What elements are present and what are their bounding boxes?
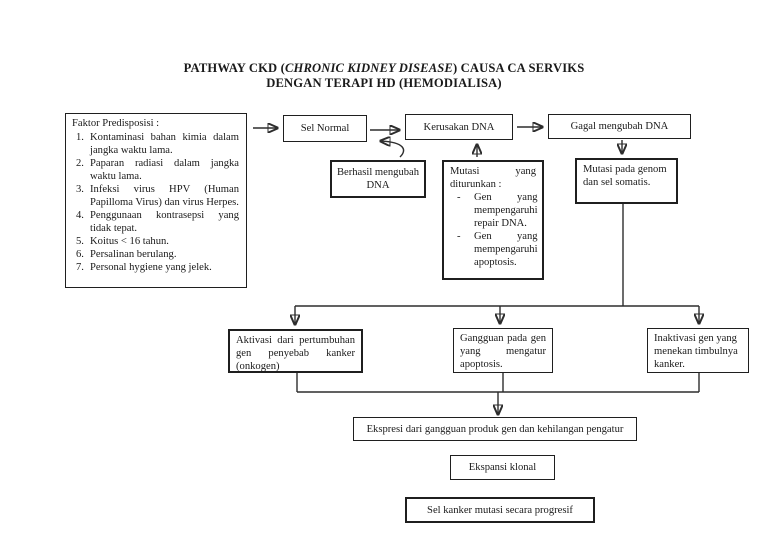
- list-item: 1. Kontaminasi bahan kimia dalam jangka w…: [72, 131, 240, 157]
- page-title: PATHWAY CKD (CHRONIC KIDNEY DISEASE) CAU…: [0, 61, 768, 91]
- title-line2: DENGAN TERAPI HD (HEMODIALISA): [266, 76, 502, 90]
- list-item: - Gen yang mempengaruhi apoptosis.: [450, 230, 538, 269]
- title-part1: PATHWAY CKD (: [183, 61, 285, 75]
- list-text: Paparan radiasi dalam jangka waktu lama.: [90, 158, 239, 182]
- title-line1: PATHWAY CKD (CHRONIC KIDNEY DISEASE) CAU…: [184, 61, 585, 75]
- list-item: 2. Paparan radiasi dalam jangka waktu lam…: [72, 157, 240, 183]
- box-label: Aktivasi dari pertumbuhan gen penyebab k…: [236, 335, 355, 372]
- box-gagal-mengubah-dna: Gagal mengubah DNA: [548, 114, 691, 139]
- box-sel-kanker-progresif: Sel kanker mutasi secara progresif: [405, 497, 595, 523]
- list-text: Gen yang mempengaruhi apoptosis.: [474, 231, 538, 268]
- list-item: 4. Penggunaan kontrasepsi yang tidak tepa…: [72, 209, 240, 235]
- list-text: Infeksi virus HPV (Human Papilloma Virus…: [90, 184, 239, 208]
- list-number: 5.: [76, 236, 84, 247]
- list-text: Gen yang mempengaruhi repair DNA.: [474, 192, 538, 229]
- box-label: Kerusakan DNA: [423, 121, 495, 133]
- list-text: Personal hygiene yang jelek.: [90, 262, 212, 273]
- list-text: Koitus < 16 tahun.: [90, 236, 169, 247]
- box-label: Mutasi pada genom dan sel somatis.: [583, 164, 667, 188]
- box-kerusakan-dna: Kerusakan DNA: [405, 114, 513, 140]
- box-label: Gagal mengubah DNA: [570, 121, 669, 132]
- title-italic: CHRONIC KIDNEY DISEASE: [284, 61, 453, 75]
- faktor-heading: Faktor Predisposisi :: [72, 118, 160, 129]
- mutasi-heading: Mutasi yang diturunkan :: [450, 166, 536, 190]
- list-text: Persalinan berulang.: [90, 249, 177, 260]
- box-label: Ekspansi klonal: [468, 462, 537, 473]
- list-text: Penggunaan kontrasepsi yang tidak tepat.: [90, 210, 239, 234]
- box-ekspansi-klonal: Ekspansi klonal: [450, 455, 555, 480]
- list-number: 2.: [76, 158, 84, 169]
- faktor-list: 1. Kontaminasi bahan kimia dalam jangka w…: [72, 131, 240, 274]
- box-label: Ekspresi dari gangguan produk gen dan ke…: [366, 423, 624, 435]
- list-bullet: -: [457, 231, 461, 242]
- list-number: 6.: [76, 249, 84, 260]
- list-number: 4.: [76, 210, 84, 221]
- list-number: 3.: [76, 184, 84, 195]
- box-berhasil-mengubah-dna: Berhasil mengubah DNA: [330, 160, 426, 198]
- box-aktivasi-onkogen: Aktivasi dari pertumbuhan gen penyebab k…: [228, 329, 363, 373]
- list-bullet: -: [457, 192, 461, 203]
- box-label: Sel kanker mutasi secara progresif: [427, 504, 573, 516]
- box-ekspresi-gangguan: Ekspresi dari gangguan produk gen dan ke…: [353, 417, 637, 441]
- box-label: Inaktivasi gen yang menekan timbulnya ka…: [654, 333, 738, 370]
- box-inaktivasi-gen: Inaktivasi gen yang menekan timbulnya ka…: [647, 328, 749, 373]
- box-gangguan-apoptosis: Gangguan pada gen yang mengatur apoptosi…: [453, 328, 553, 373]
- list-item: 5. Koitus < 16 tahun.: [72, 235, 240, 248]
- box-mutasi-diturunkan: Mutasi yang diturunkan : - Gen yang mempe…: [442, 160, 544, 280]
- list-number: 7.: [76, 262, 84, 273]
- box-sel-normal: Sel Normal: [283, 115, 367, 142]
- list-item: 7. Personal hygiene yang jelek.: [72, 261, 240, 274]
- list-item: 3. Infeksi virus HPV (Human Papilloma Vir…: [72, 183, 240, 209]
- box-label: Berhasil mengubah DNA: [336, 167, 420, 191]
- box-label: Sel Normal: [300, 123, 350, 134]
- list-number: 1.: [76, 132, 84, 143]
- box-mutasi-genom: Mutasi pada genom dan sel somatis.: [575, 158, 678, 204]
- curved-arrow-berhasil-to-selnormal: [380, 141, 405, 158]
- list-item: - Gen yang mempengaruhi repair DNA.: [450, 191, 538, 230]
- list-text: Kontaminasi bahan kimia dalam jangka wak…: [90, 132, 239, 156]
- box-label: Gangguan pada gen yang mengatur apoptosi…: [460, 333, 546, 370]
- title-part2: ) CAUSA CA SERVIKS: [452, 61, 585, 75]
- list-item: 6. Persalinan berulang.: [72, 248, 240, 261]
- box-faktor-predisposisi: Faktor Predisposisi : 1. Kontaminasi baha…: [65, 113, 247, 288]
